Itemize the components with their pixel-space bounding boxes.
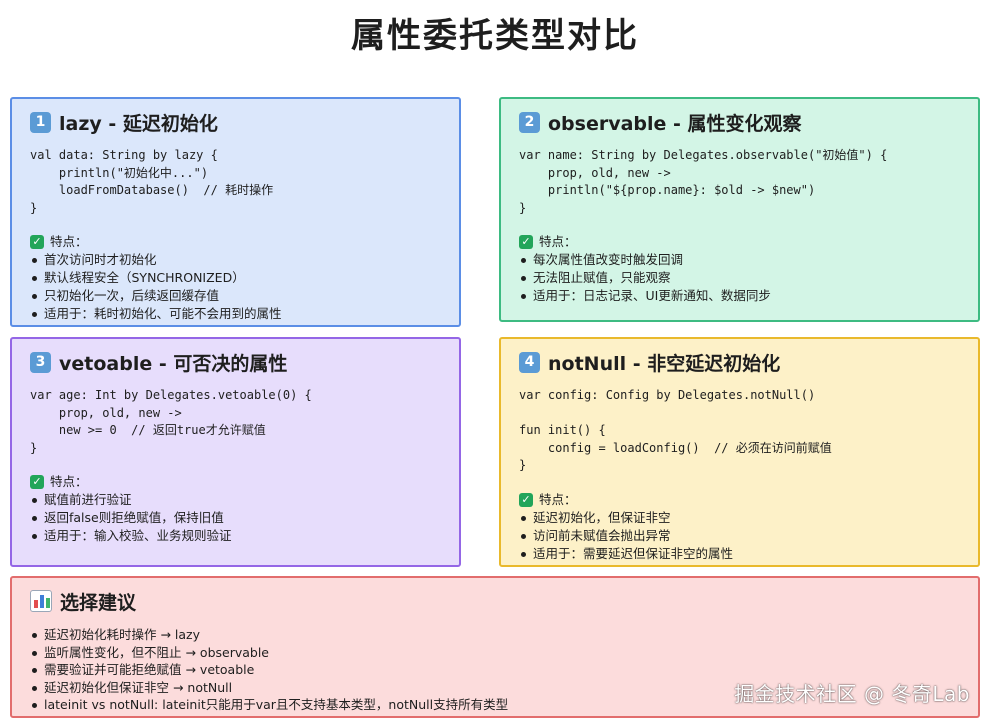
list-item: 默认线程安全（SYNCHRONIZED）	[30, 269, 443, 287]
features-label: 特点：	[539, 491, 577, 507]
lazy-card-title: lazy - 延迟初始化	[59, 112, 218, 135]
list-item: 赋值前进行验证	[30, 491, 443, 509]
list-item: 延迟初始化，但保证非空	[519, 509, 962, 527]
lazy-feature-list: 首次访问时才初始化 默认线程安全（SYNCHRONIZED） 只初始化一次，后续…	[30, 251, 443, 323]
observable-card: 2 observable - 属性变化观察 var name: String b…	[499, 97, 980, 322]
list-item: 适用于：耗时初始化、可能不会用到的属性	[30, 305, 443, 323]
lazy-card-header: 1 lazy - 延迟初始化	[30, 109, 443, 135]
bar-chart-icon	[30, 590, 52, 612]
list-item: 返回false则拒绝赋值，保持旧值	[30, 509, 443, 527]
check-mark-icon: ✓	[30, 235, 44, 249]
list-item: 访问前未赋值会抛出异常	[519, 527, 962, 545]
vetoable-card-title: vetoable - 可否决的属性	[59, 352, 288, 375]
list-item: 延迟初始化耗时操作 → lazy	[30, 626, 962, 644]
notnull-card-title: notNull - 非空延迟初始化	[548, 352, 781, 375]
check-mark-icon: ✓	[519, 492, 533, 507]
keycap-three-icon: 3	[30, 351, 51, 373]
list-item: 延迟初始化但保证非空 → notNull	[30, 679, 962, 697]
observable-feature-list: 每次属性值改变时触发回调 无法阻止赋值，只能观察 适用于：日志记录、UI更新通知…	[519, 251, 962, 305]
page-title: 属性委托类型对比	[351, 16, 639, 56]
check-mark-icon: ✓	[519, 235, 533, 249]
recommendation-card: 选择建议 延迟初始化耗时操作 → lazy 监听属性变化，但不阻止 → obse…	[10, 576, 980, 718]
list-item: 每次属性值改变时触发回调	[519, 251, 962, 269]
list-item: 需要验证并可能拒绝赋值 → vetoable	[30, 661, 962, 679]
vetoable-code-block: var age: Int by Delegates.vetoable(0) { …	[30, 388, 312, 455]
vetoable-features-heading: ✓ 特点：	[30, 473, 443, 491]
recommendation-card-header: 选择建议	[30, 588, 962, 614]
list-item: 首次访问时才初始化	[30, 251, 443, 269]
observable-card-header: 2 observable - 属性变化观察	[519, 109, 962, 135]
list-item: 监听属性变化，但不阻止 → observable	[30, 644, 962, 662]
notnull-code-block: var config: Config by Delegates.notNull(…	[519, 388, 832, 472]
list-item: 适用于：需要延迟但保证非空的属性	[519, 545, 962, 563]
check-mark-icon: ✓	[30, 475, 44, 489]
recommendation-list: 延迟初始化耗时操作 → lazy 监听属性变化，但不阻止 → observabl…	[30, 626, 962, 714]
observable-code-block: var name: String by Delegates.observable…	[519, 148, 888, 215]
lazy-card: 1 lazy - 延迟初始化 val data: String by lazy …	[10, 97, 461, 327]
notnull-card-header: 4 notNull - 非空延迟初始化	[519, 349, 962, 375]
watermark: 掘金技术社区 @ 冬奇Lab	[734, 682, 970, 706]
observable-card-title: observable - 属性变化观察	[548, 112, 802, 135]
recommendation-card-title: 选择建议	[60, 591, 137, 614]
keycap-one-icon: 1	[30, 111, 51, 133]
observable-features-heading: ✓ 特点：	[519, 233, 962, 251]
list-item: 无法阻止赋值，只能观察	[519, 269, 962, 287]
list-item: 适用于：输入校验、业务规则验证	[30, 527, 443, 545]
list-item: 只初始化一次，后续返回缓存值	[30, 287, 443, 305]
notnull-card: 4 notNull - 非空延迟初始化 var config: Config b…	[499, 337, 980, 567]
features-label: 特点：	[50, 234, 88, 249]
keycap-four-icon: 4	[519, 351, 540, 373]
vetoable-card-header: 3 vetoable - 可否决的属性	[30, 349, 443, 375]
lazy-features-heading: ✓ 特点：	[30, 233, 443, 251]
vetoable-card: 3 vetoable - 可否决的属性 var age: Int by Dele…	[10, 337, 461, 567]
vetoable-feature-list: 赋值前进行验证 返回false则拒绝赋值，保持旧值 适用于：输入校验、业务规则验…	[30, 491, 443, 545]
features-label: 特点：	[539, 234, 577, 249]
notnull-feature-list: 延迟初始化，但保证非空 访问前未赋值会抛出异常 适用于：需要延迟但保证非空的属性	[519, 509, 962, 563]
list-item: 适用于：日志记录、UI更新通知、数据同步	[519, 287, 962, 305]
keycap-two-icon: 2	[519, 111, 540, 133]
list-item: lateinit vs notNull: lateinit只能用于var且不支持…	[30, 696, 962, 714]
features-label: 特点：	[50, 474, 88, 489]
notnull-features-heading: ✓ 特点：	[519, 491, 962, 509]
lazy-code-block: val data: String by lazy { println("初始化中…	[30, 148, 274, 215]
